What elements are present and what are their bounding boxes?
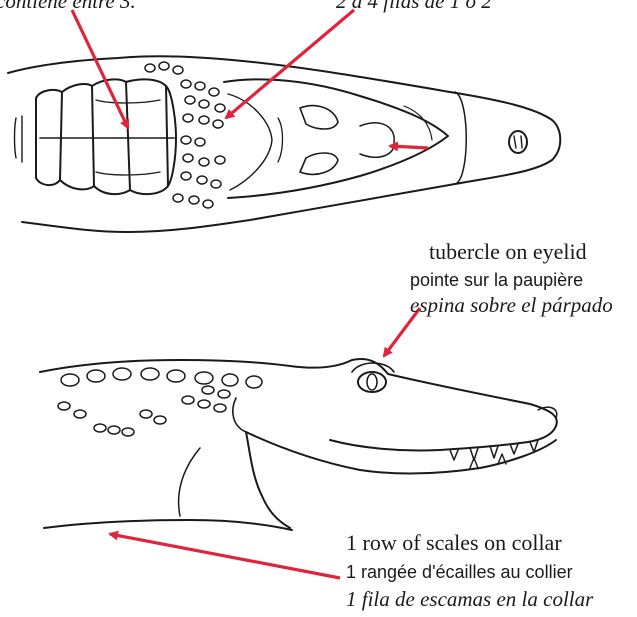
lateral-scale-dots	[58, 368, 262, 436]
dorsal-head-view	[8, 56, 560, 232]
arrow-snout-ridge	[390, 146, 428, 148]
arrow-collar-scales	[110, 534, 340, 578]
eyelid-label-french: pointe sur la paupière	[410, 271, 583, 289]
collar-label-french: 1 rangée d'écailles au collier	[346, 563, 573, 581]
top-right-caption: 2 a 4 filas de 1 o 2	[336, 0, 492, 12]
pointer-arrows	[72, 10, 428, 578]
nuchal-scale-dots	[145, 62, 225, 208]
eyelid-label-spanish: espina sobre el párpado	[410, 295, 613, 316]
arrow-nuchal-scales	[72, 10, 128, 128]
collar-label-spanish: 1 fila de escamas en la collar	[346, 589, 593, 610]
top-left-caption: contiene entre 3.	[0, 0, 136, 12]
collar-label-english: 1 row of scales on collar	[346, 532, 562, 554]
arrow-postoccipital-scales	[226, 10, 354, 118]
lateral-head-view	[40, 359, 557, 530]
eyelid-label-english: tubercle on eyelid	[429, 241, 587, 263]
